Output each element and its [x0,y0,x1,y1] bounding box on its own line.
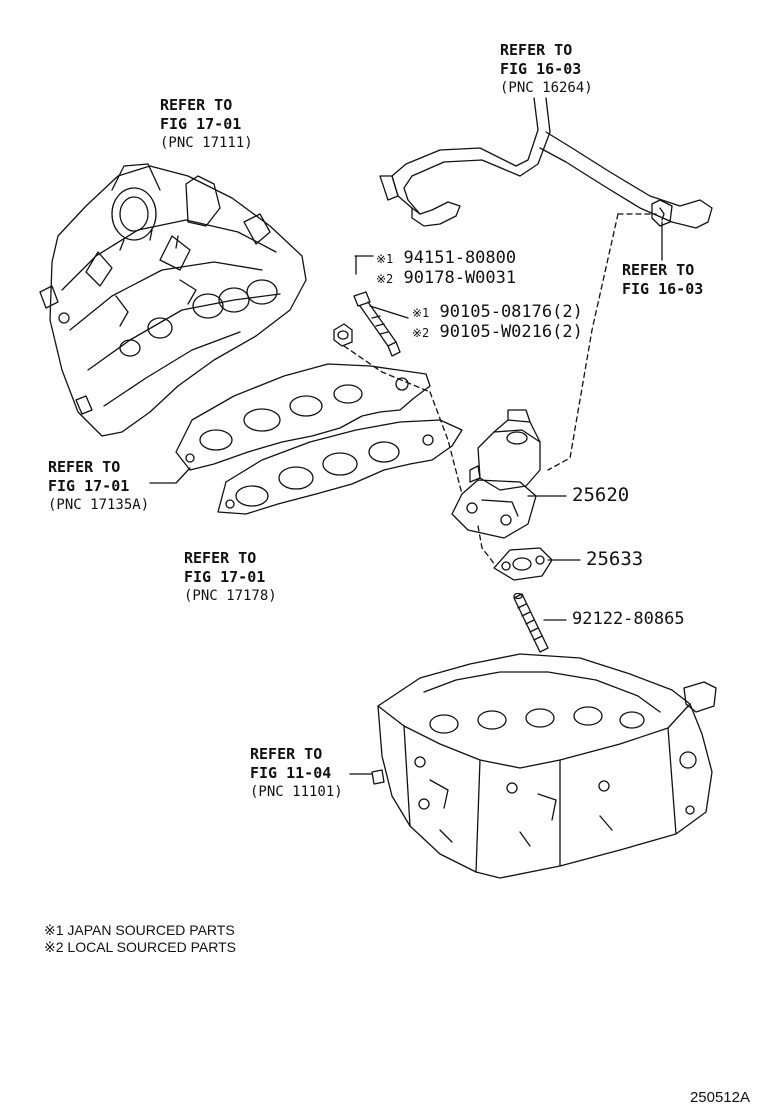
nut-and-bolt-drawing [333,255,431,393]
note-japan-sourced: ※1 JAPAN SOURCED PARTS [44,922,235,938]
clamp-leader [547,213,663,471]
egr-gasket-drawing [493,547,553,581]
part-number-text: 90105-W0216(2) [439,322,583,342]
refer-fig16-hose-label: REFER TO FIG 16-03 (PNC 16264) [500,41,593,98]
fig-line: FIG 17-01 [48,477,130,495]
stud-drawing [513,592,549,653]
intake-manifold-drawing [39,163,307,437]
fig-line: FIG 11-04 [250,764,332,782]
egr-valve-drawing [429,391,541,567]
part-number-text: 25620 [572,484,630,506]
refer-line: REFER TO [160,96,233,114]
fig-line: FIG 17-01 [160,115,242,133]
refer-fig17-manifold-label: REFER TO FIG 17-01 (PNC 17111) [160,96,253,153]
fig-line: FIG 16-03 [622,280,704,298]
refer-fig16-clamp-label: REFER TO FIG 16-03 [622,261,703,299]
refer-line: REFER TO [622,261,695,279]
part-number-text: 25633 [586,548,644,570]
part-number-nut-2[interactable]: ※2 90178-W0031 [376,268,516,289]
refer-fig17-gasket-b-label: REFER TO FIG 17-01 (PNC 17178) [184,549,277,606]
part-number-gasket[interactable]: 25633 [586,549,643,569]
refer-fig17-gasket-a-label: REFER TO FIG 17-01 (PNC 17135A) [48,458,149,515]
pnc-line: (PNC 17111) [160,135,253,151]
pnc-line: (PNC 17135A) [48,497,150,513]
pnc-line: (PNC 17178) [184,588,277,604]
leader-lines [149,255,581,775]
refer-line: REFER TO [500,41,573,59]
pnc-line: (PNC 16264) [500,80,593,96]
part-number-text: 94151-80800 [403,248,517,268]
part-number-stud[interactable]: 92122-80865 [572,609,685,629]
part-number-nut-1[interactable]: ※1 94151-80800 [376,248,516,269]
fig-line: FIG 17-01 [184,568,266,586]
fig-line: FIG 16-03 [500,60,582,78]
part-number-text: 90178-W0031 [403,268,517,288]
hose-drawing [379,97,713,229]
part-number-bolt-1[interactable]: ※1 90105-08176(2) [412,302,583,323]
refer-line: REFER TO [250,745,323,763]
refer-line: REFER TO [48,458,121,476]
part-number-valve[interactable]: 25620 [572,485,629,505]
part-number-text: 92122-80865 [572,609,685,629]
note-local-sourced: ※2 LOCAL SOURCED PARTS [44,939,236,955]
source-mark: ※2 [376,272,394,286]
part-number-bolt-2[interactable]: ※2 90105-W0216(2) [412,322,583,343]
diagram-code: 250512A [689,1089,750,1106]
refer-line: REFER TO [184,549,257,567]
manifold-gasket-lower [217,419,463,515]
source-mark: ※1 [412,306,430,320]
source-mark: ※2 [412,326,430,340]
part-number-text: 90105-08176(2) [439,302,583,322]
cylinder-head-drawing [371,653,717,879]
manifold-gasket-upper [175,363,431,471]
refer-fig11-head-label: REFER TO FIG 11-04 (PNC 11101) [250,745,343,802]
source-mark: ※1 [376,252,394,266]
pnc-line: (PNC 11101) [250,784,343,800]
